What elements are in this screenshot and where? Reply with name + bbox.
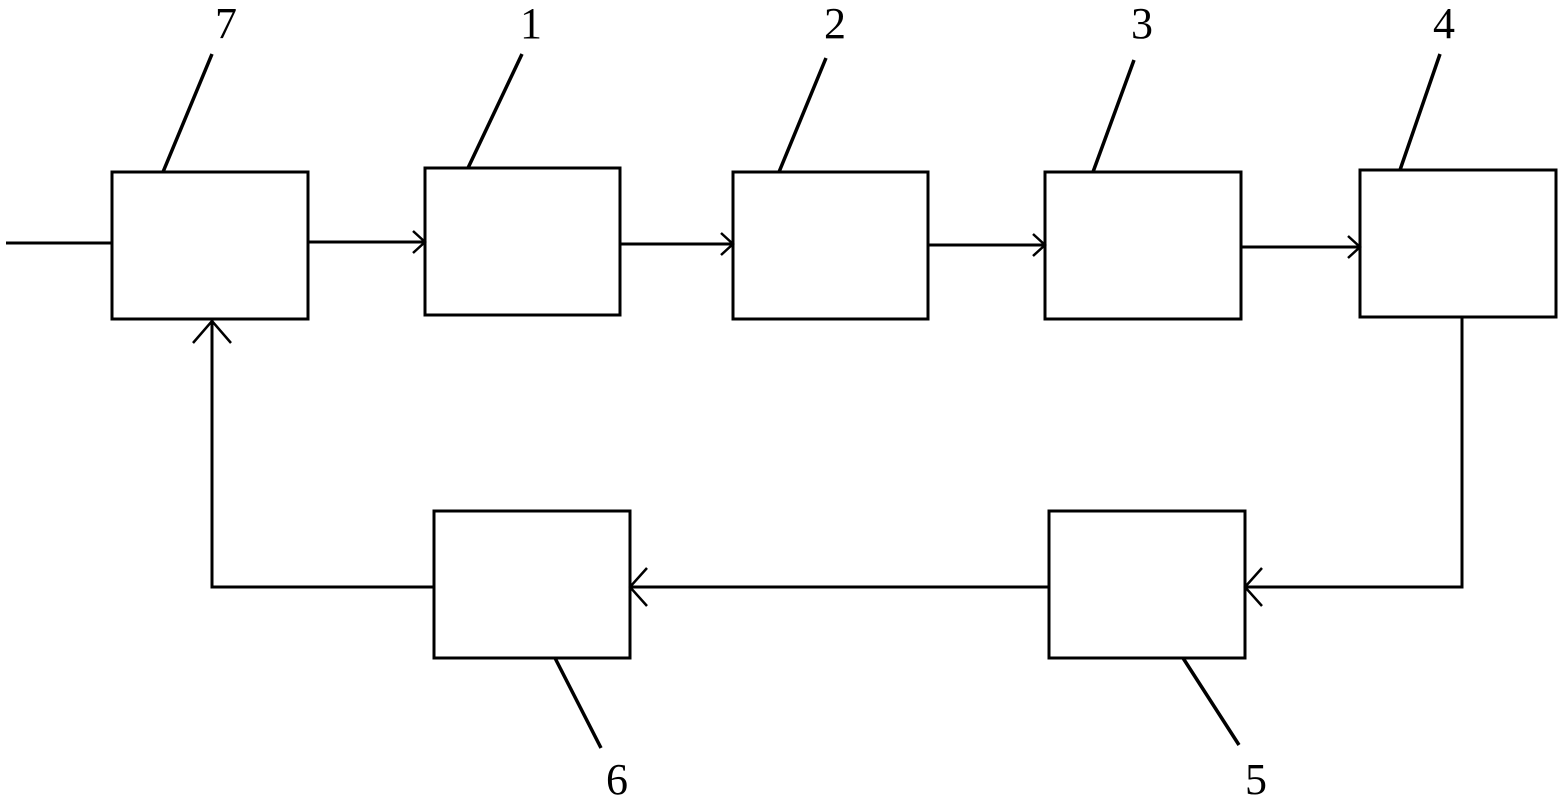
block-1: [423, 166, 622, 317]
label-6: 6: [606, 755, 628, 800]
leader-line-7: [161, 53, 214, 173]
label-5: 5: [1245, 755, 1267, 800]
label-2: 2: [824, 0, 846, 48]
connector-6-to-7: [210, 319, 434, 589]
leader-line-4: [1398, 53, 1442, 171]
label-7: 7: [215, 0, 237, 48]
arrowhead-into-2: [720, 232, 735, 256]
block-6: [432, 509, 632, 660]
label-4: 4: [1433, 0, 1455, 48]
arrowhead-into-4: [1347, 235, 1362, 259]
block-5: [1047, 509, 1247, 660]
label-3: 3: [1131, 0, 1153, 48]
label-1: 1: [520, 0, 542, 48]
block-2: [731, 170, 930, 321]
arrowhead-into-3: [1032, 233, 1047, 257]
leader-line-1: [466, 53, 524, 169]
leader-line-6: [553, 657, 603, 749]
arrowhead-into-6: [628, 567, 648, 607]
arrowhead-into-7: [192, 319, 232, 344]
arrowhead-into-5: [1243, 567, 1263, 607]
leader-line-3: [1091, 59, 1136, 173]
leader-line-2: [777, 57, 828, 173]
arrowhead-into-1: [412, 230, 427, 254]
block-3: [1043, 170, 1243, 321]
block-4: [1358, 168, 1558, 319]
leader-line-5: [1181, 657, 1241, 746]
block-7: [110, 170, 310, 321]
connector-4-to-5: [1245, 317, 1464, 589]
